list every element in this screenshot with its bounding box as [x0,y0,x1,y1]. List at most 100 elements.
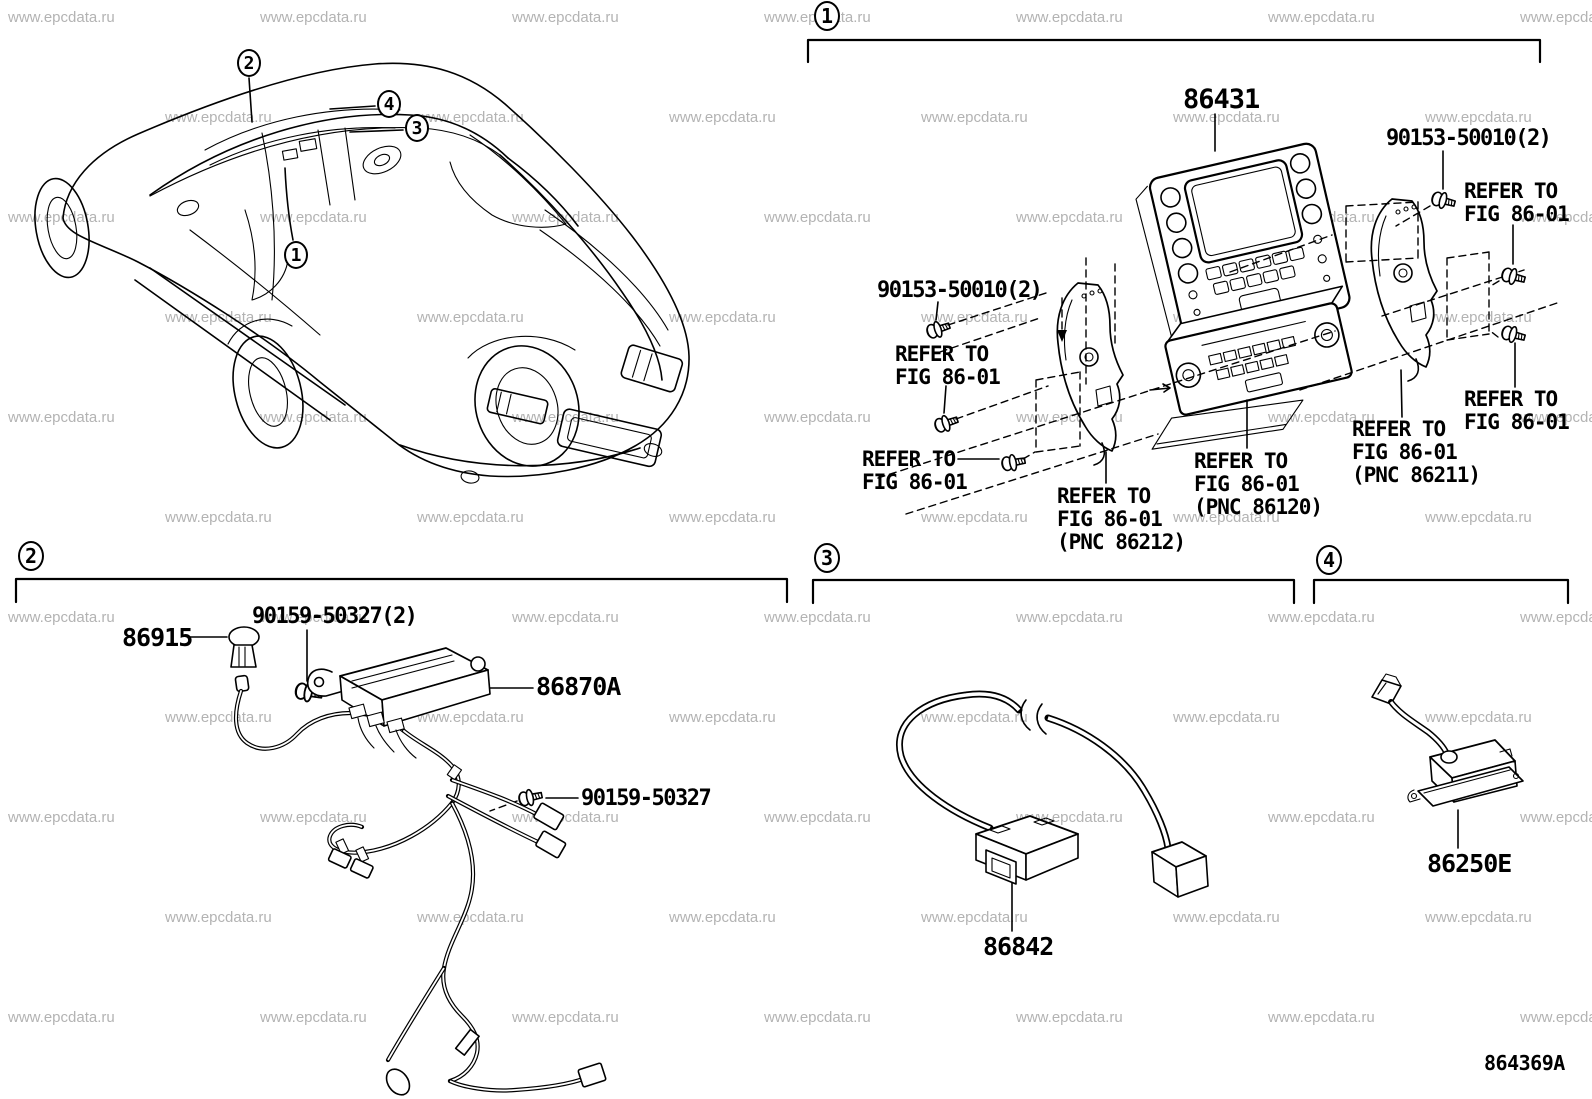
watermark: www.epcdata.ru [1016,209,1123,226]
section-marker-4: 4 [1316,545,1342,575]
watermark: www.epcdata.ru [1520,209,1592,226]
car-callout-1-number: 1 [290,244,302,266]
screw-label-pair: 90159-50327(2) [252,604,418,629]
watermark: www.epcdata.ru [417,309,524,326]
watermark: www.epcdata.ru [260,609,367,626]
watermark: www.epcdata.ru [8,609,115,626]
watermark: www.epcdata.ru [1520,809,1592,826]
section-marker-2-number: 2 [24,544,38,568]
diagram-code: 864369A [1484,1051,1565,1075]
refer-note-pnc-86120: REFER TO FIG 86-01 (PNC 86120) [1194,449,1323,519]
tuner-drawing [1371,673,1524,807]
watermark: www.epcdata.ru [165,509,272,526]
watermark: www.epcdata.ru [764,1009,871,1026]
watermark: www.epcdata.ru [165,909,272,926]
section-marker-4-number: 4 [1322,548,1336,572]
watermark: www.epcdata.ru [165,709,272,726]
watermark: www.epcdata.ru [1173,909,1280,926]
watermark: www.epcdata.ru [417,509,524,526]
car-callout-3: 3 [405,114,429,142]
screw-label-right: 90153-50010(2) [1386,126,1552,151]
refer-note-left-upper: REFER TO FIG 86-01 [895,342,1001,389]
leader-lines [189,113,1516,932]
refer-note-pnc-86212: REFER TO FIG 86-01 (PNC 86212) [1057,484,1186,554]
screw-label-left: 90153-50010(2) [877,278,1043,303]
refer-note-left-lower: REFER TO FIG 86-01 [862,447,968,494]
watermark: www.epcdata.ru [260,9,367,26]
watermark: www.epcdata.ru [512,609,619,626]
watermark: www.epcdata.ru [1425,109,1532,126]
section-bracket-2 [14,577,789,604]
watermark: www.epcdata.ru [8,409,115,426]
car-callout-3-number: 3 [411,117,423,139]
watermark: www.epcdata.ru [8,9,115,26]
part-number-86842: 86842 [983,932,1054,961]
part-number-86250E: 86250E [1427,849,1512,878]
watermark: www.epcdata.ru [1268,9,1375,26]
section-marker-3-number: 3 [820,546,834,570]
watermark: www.epcdata.ru [1173,509,1280,526]
watermark: www.epcdata.ru [1016,1009,1123,1026]
watermark: www.epcdata.ru [260,1009,367,1026]
watermark: www.epcdata.ru [8,809,115,826]
watermark: www.epcdata.ru [921,509,1028,526]
watermark: www.epcdata.ru [764,409,871,426]
watermark: www.epcdata.ru [512,1009,619,1026]
watermark: www.epcdata.ru [1425,709,1532,726]
watermark: www.epcdata.ru [1016,609,1123,626]
watermark: www.epcdata.ru [1268,409,1375,426]
watermark: www.epcdata.ru [165,109,272,126]
watermark: www.epcdata.ru [260,209,367,226]
section-marker-3: 3 [814,543,840,573]
car-callout-4-number: 4 [383,93,395,115]
car-callout-1: 1 [284,241,308,269]
watermark: www.epcdata.ru [512,9,619,26]
section-marker-1: 1 [814,1,840,31]
watermark: www.epcdata.ru [1520,609,1592,626]
watermark: www.epcdata.ru [669,909,776,926]
refer-note-pnc-86211: REFER TO FIG 86-01 (PNC 86211) [1352,417,1481,487]
car-callout-2-number: 2 [243,52,255,74]
watermark: www.epcdata.ru [669,109,776,126]
watermark: www.epcdata.ru [921,109,1028,126]
watermark: www.epcdata.ru [921,309,1028,326]
section-marker-1-number: 1 [820,4,834,28]
watermark: www.epcdata.ru [669,309,776,326]
section-bracket-3 [811,578,1296,605]
bracket-left-drawing [1056,282,1124,466]
amplifier-drawing [306,647,491,759]
watermark: www.epcdata.ru [417,109,524,126]
watermark: www.epcdata.ru [1425,309,1532,326]
watermark: www.epcdata.ru [669,509,776,526]
watermark: www.epcdata.ru [1268,809,1375,826]
screw-label-single: 90159-50327 [581,786,712,811]
car-callout-2: 2 [237,49,261,77]
watermark: www.epcdata.ru [1520,9,1592,26]
watermark: www.epcdata.ru [1173,109,1280,126]
section-bracket-4 [1312,578,1570,605]
watermark: www.epcdata.ru [512,209,619,226]
watermark: www.epcdata.ru [921,709,1028,726]
section-bracket-1 [806,38,1542,64]
watermark: www.epcdata.ru [1520,1009,1592,1026]
radio-unit-drawing [1151,285,1353,450]
watermark: www.epcdata.ru [669,709,776,726]
watermark: www.epcdata.ru [1425,909,1532,926]
refer-note-mid-right: REFER TO FIG 86-01 [1464,387,1570,434]
switch-cable-drawing [896,690,1209,898]
watermark: www.epcdata.ru [1173,709,1280,726]
watermark: www.epcdata.ru [1268,609,1375,626]
watermark: www.epcdata.ru [921,909,1028,926]
watermark: www.epcdata.ru [764,809,871,826]
watermark: www.epcdata.ru [1520,409,1592,426]
watermark: www.epcdata.ru [417,709,524,726]
section-marker-2: 2 [18,541,44,571]
dashed-guides [489,201,1561,812]
watermark: www.epcdata.ru [764,209,871,226]
harness-drawing [327,728,607,1096]
part-number-86431: 86431 [1183,84,1260,115]
watermark: www.epcdata.ru [1425,509,1532,526]
watermark: www.epcdata.ru [165,309,272,326]
watermark: www.epcdata.ru [1268,1009,1375,1026]
